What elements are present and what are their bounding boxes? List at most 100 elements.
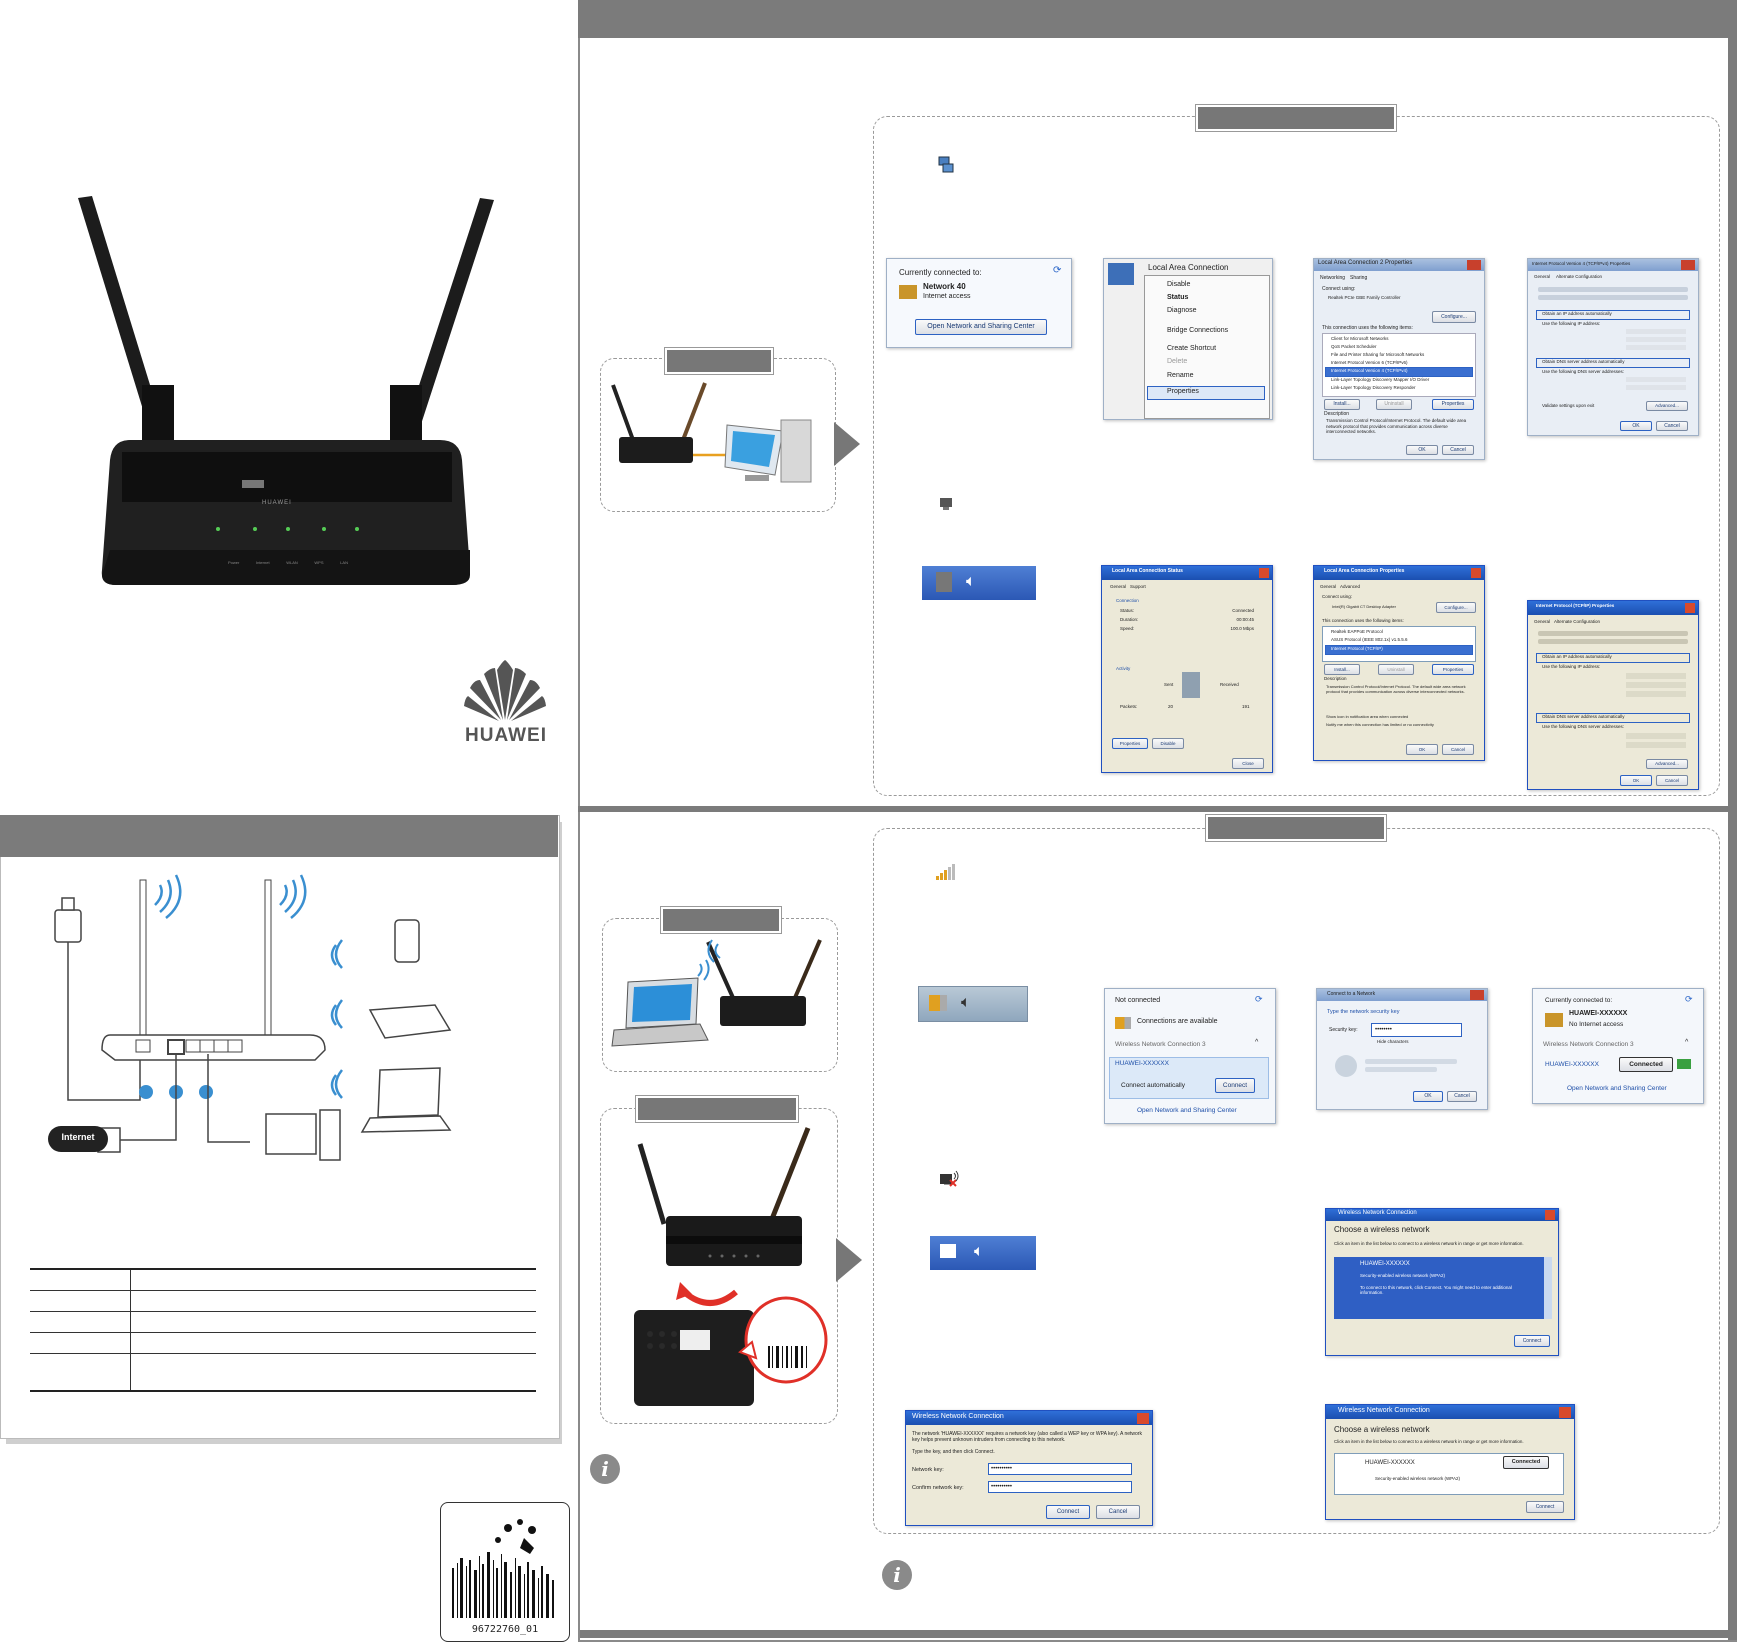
ok-button[interactable]: OK xyxy=(1620,775,1652,786)
network-list[interactable]: HUAWEI-XXXXXX Connected Security-enabled… xyxy=(1334,1453,1564,1495)
ok-button[interactable]: OK xyxy=(1620,421,1652,431)
tab-support[interactable]: Support xyxy=(1130,584,1146,589)
option-obtain-ip[interactable]: Obtain an IP address automatically xyxy=(1542,311,1612,316)
close-icon[interactable] xyxy=(1137,1413,1149,1424)
option-obtain-dns[interactable]: Obtain DNS server address automatically xyxy=(1542,359,1625,364)
scrollbar[interactable] xyxy=(1544,1257,1552,1319)
properties-button[interactable]: Properties xyxy=(1432,399,1474,410)
close-icon[interactable] xyxy=(1685,603,1695,613)
signal-icon[interactable] xyxy=(929,995,947,1011)
refresh-icon[interactable]: ⟳ xyxy=(1685,994,1693,1004)
menu-item[interactable]: Rename xyxy=(1167,372,1194,379)
menu-item-properties-highlight[interactable] xyxy=(1147,386,1265,400)
volume-icon[interactable]: 🔈︎ xyxy=(961,994,971,1011)
ipv4-item-highlight[interactable] xyxy=(1325,367,1473,377)
close-icon[interactable] xyxy=(1681,260,1695,270)
close-icon[interactable] xyxy=(1259,568,1269,578)
network-list[interactable]: HUAWEI-XXXXXX Security-enabled wireless … xyxy=(1334,1257,1544,1319)
list-item[interactable]: Internet Protocol (TCP/IP) xyxy=(1331,646,1383,651)
tab-networking[interactable]: Networking xyxy=(1320,275,1346,281)
list-item[interactable]: Internet Protocol Version 4 (TCP/IPv4) xyxy=(1331,368,1408,373)
list-item[interactable]: Client for Microsoft Networks xyxy=(1331,336,1389,341)
network-ssid[interactable]: HUAWEI-XXXXXX xyxy=(1360,1261,1410,1267)
close-icon[interactable] xyxy=(1559,1407,1571,1418)
volume-icon[interactable]: 🔈︎ xyxy=(974,1243,984,1260)
connect-button[interactable]: Connect xyxy=(1046,1505,1090,1519)
cancel-button[interactable]: Cancel xyxy=(1442,445,1474,455)
ok-button[interactable]: OK xyxy=(1406,445,1438,455)
configure-button[interactable]: Configure... xyxy=(1436,602,1476,613)
refresh-icon[interactable]: ⟳ xyxy=(1053,265,1062,276)
option-use-ip[interactable]: Use the following IP address: xyxy=(1542,664,1601,669)
tab-general[interactable]: General xyxy=(1534,619,1551,624)
connect-button[interactable]: Connect xyxy=(1514,1335,1550,1347)
menu-item[interactable]: Create Shortcut xyxy=(1167,345,1217,352)
list-item[interactable]: File and Printer Sharing for Microsoft N… xyxy=(1331,352,1425,357)
uninstall-button[interactable]: Uninstall xyxy=(1376,399,1412,410)
open-network-center-button[interactable]: Open Network and Sharing Center xyxy=(915,319,1047,335)
menu-item[interactable]: Bridge Connections xyxy=(1167,327,1229,334)
close-icon[interactable] xyxy=(1470,990,1484,1000)
tab-sharing[interactable]: Sharing xyxy=(1350,275,1368,281)
list-item[interactable]: QoS Packet Scheduler xyxy=(1331,344,1377,349)
install-button[interactable]: Install... xyxy=(1324,399,1360,410)
option-obtain-dns[interactable]: Obtain DNS server address automatically xyxy=(1542,714,1625,719)
menu-item[interactable]: Status xyxy=(1167,294,1189,301)
list-item[interactable]: ASUS Protocol (IEEE 802.1x) v1.5.5.6 xyxy=(1331,637,1408,642)
close-icon[interactable] xyxy=(1471,568,1481,578)
obtain-dns-highlight[interactable] xyxy=(1536,713,1690,723)
confirm-key-input[interactable]: •••••••••• xyxy=(988,1481,1132,1493)
menu-item[interactable]: Properties xyxy=(1167,388,1199,395)
tab-advanced[interactable]: Advanced xyxy=(1340,584,1361,589)
close-icon[interactable] xyxy=(1467,260,1481,270)
ok-button[interactable]: OK xyxy=(1406,744,1438,755)
notify-checkbox[interactable]: Notify me when this connection has limit… xyxy=(1326,722,1434,727)
option-use-dns[interactable]: Use the following DNS server addresses: xyxy=(1542,724,1625,729)
option-obtain-ip[interactable]: Obtain an IP address automatically xyxy=(1542,654,1612,659)
tab-alternate[interactable]: Alternate Configuration xyxy=(1554,619,1601,624)
list-item[interactable]: Link-Layer Topology Discovery Responder xyxy=(1331,385,1416,390)
tab-general[interactable]: General xyxy=(1320,584,1337,589)
cancel-button[interactable]: Cancel xyxy=(1656,775,1688,786)
list-item[interactable]: Link-Layer Topology Discovery Mapper I/O… xyxy=(1331,377,1430,382)
list-item[interactable]: Realtek EAPPoE Protocol xyxy=(1331,629,1383,634)
show-icon-checkbox[interactable]: Show icon in notification area when conn… xyxy=(1326,714,1409,719)
disable-button[interactable]: Disable xyxy=(1152,738,1184,749)
ok-button[interactable]: OK xyxy=(1413,1091,1443,1102)
cancel-button[interactable]: Cancel xyxy=(1442,744,1474,755)
cancel-button[interactable]: Cancel xyxy=(1096,1505,1140,1519)
open-center-link[interactable]: Open Network and Sharing Center xyxy=(1137,1107,1237,1114)
chevron-up-icon[interactable]: ^ xyxy=(1255,1039,1259,1046)
obtain-ip-highlight[interactable] xyxy=(1536,653,1690,663)
network-icon[interactable] xyxy=(936,572,952,592)
wireless-icon[interactable] xyxy=(940,1244,956,1258)
security-key-input[interactable]: •••••••• xyxy=(1371,1023,1462,1037)
menu-item[interactable]: Diagnose xyxy=(1167,307,1197,314)
install-button[interactable]: Install... xyxy=(1324,664,1360,675)
list-item[interactable]: Internet Protocol Version 6 (TCP/IPv6) xyxy=(1331,360,1408,365)
network-key-input[interactable]: •••••••••• xyxy=(988,1463,1132,1475)
advanced-button[interactable]: Advanced... xyxy=(1646,401,1688,411)
tcpip-item-highlight[interactable] xyxy=(1325,645,1473,655)
open-center-link[interactable]: Open Network and Sharing Center xyxy=(1567,1085,1667,1092)
connect-button[interactable]: Connect xyxy=(1526,1501,1564,1513)
obtain-dns-highlight[interactable] xyxy=(1536,358,1690,368)
menu-item[interactable]: Delete xyxy=(1167,358,1188,365)
validate-checkbox[interactable]: Validate settings upon exit xyxy=(1542,403,1595,408)
menu-item[interactable]: Disable xyxy=(1167,281,1191,288)
refresh-icon[interactable]: ⟳ xyxy=(1255,994,1263,1004)
properties-button[interactable]: Properties xyxy=(1432,664,1474,675)
configure-button[interactable]: Configure... xyxy=(1432,311,1476,323)
close-icon[interactable] xyxy=(1545,1210,1555,1220)
cancel-button[interactable]: Cancel xyxy=(1447,1091,1477,1102)
tab-alternate[interactable]: Alternate Configuration xyxy=(1556,274,1603,279)
hide-chars-checkbox[interactable]: Hide characters xyxy=(1377,1039,1409,1044)
volume-icon[interactable]: 🔈︎ xyxy=(966,573,976,590)
advanced-button[interactable]: Advanced... xyxy=(1646,759,1688,769)
chevron-up-icon[interactable]: ^ xyxy=(1685,1039,1689,1046)
network-ssid[interactable]: HUAWEI-XXXXXX xyxy=(1365,1460,1415,1466)
obtain-ip-highlight[interactable] xyxy=(1536,310,1690,320)
close-button[interactable]: Close xyxy=(1232,758,1264,769)
auto-connect-checkbox[interactable]: Connect automatically xyxy=(1121,1082,1185,1089)
tab-general[interactable]: General xyxy=(1534,274,1551,279)
